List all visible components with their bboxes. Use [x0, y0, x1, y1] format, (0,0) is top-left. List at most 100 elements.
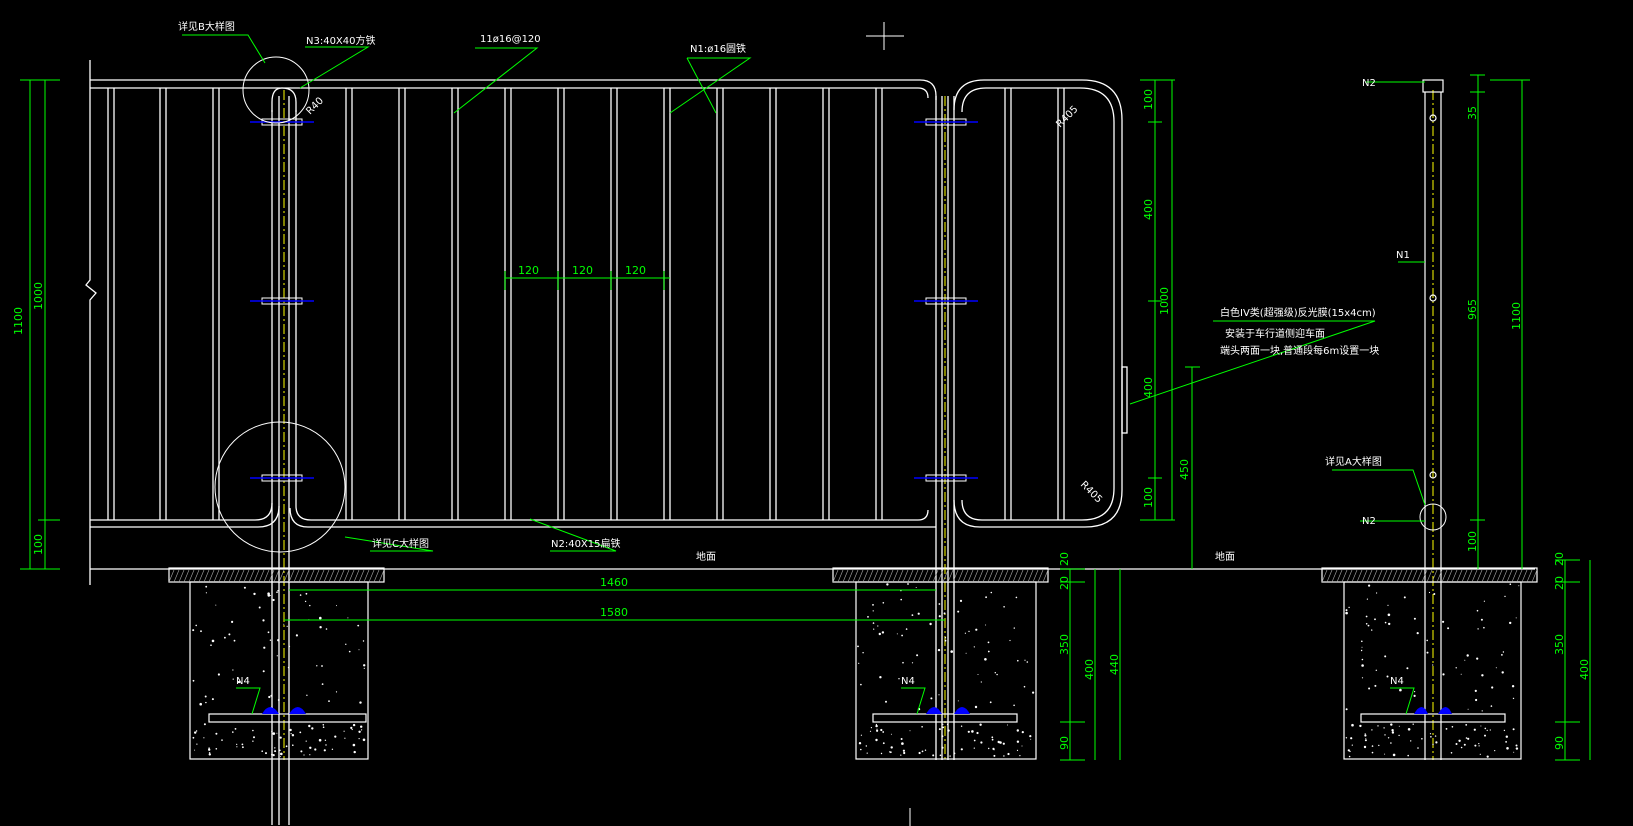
concrete-dot: [869, 730, 872, 732]
concrete-dot: [1021, 731, 1024, 734]
concrete-dot: [345, 643, 347, 645]
hatch-line: [1346, 569, 1353, 583]
hatch-line: [1007, 569, 1014, 583]
hatch-line: [1002, 569, 1009, 583]
concrete-dot: [241, 743, 244, 746]
concrete-dot: [1030, 738, 1032, 740]
dim-s-20a: 20: [1553, 552, 1566, 566]
concrete-dot: [205, 585, 208, 588]
hatch-line: [1451, 569, 1458, 583]
concrete-dot: [1491, 686, 1494, 689]
hatch-line: [1017, 569, 1024, 583]
hatch-line: [333, 569, 340, 583]
concrete-dot: [993, 749, 995, 751]
hatch-line: [1476, 569, 1483, 583]
concrete-dot: [1484, 734, 1486, 737]
hatch-line: [368, 569, 375, 583]
label-r405-bottom: R405: [1078, 479, 1104, 505]
concrete-dot: [879, 676, 882, 679]
concrete-dot: [1016, 749, 1019, 752]
concrete-dot: [1474, 689, 1477, 693]
concrete-dot: [1460, 673, 1462, 675]
concrete-dot: [1502, 651, 1505, 653]
concrete-dot: [1350, 737, 1353, 740]
concrete-dot: [886, 583, 889, 586]
hatch-line: [1331, 569, 1338, 583]
hatch-line: [358, 569, 365, 583]
hatch-line: [343, 569, 350, 583]
dim-f-440: 440: [1108, 654, 1121, 675]
concrete-dot: [1501, 654, 1503, 656]
concrete-dot: [1023, 685, 1026, 688]
concrete-dot: [985, 624, 987, 626]
hatch-line: [288, 569, 295, 583]
concrete-dot: [980, 681, 982, 683]
hatch-line: [882, 569, 889, 583]
hatch-line: [1506, 569, 1513, 583]
concrete-dot: [987, 650, 990, 653]
concrete-dot: [973, 646, 975, 648]
concrete-dot: [316, 665, 318, 667]
hatch-line: [1441, 569, 1448, 583]
concrete-dot: [911, 662, 914, 664]
concrete-dot: [959, 599, 963, 603]
concrete-dot: [872, 604, 874, 606]
concrete-dot: [909, 730, 911, 732]
concrete-dot: [971, 730, 974, 733]
hatch-line: [328, 569, 335, 583]
concrete-dot: [208, 753, 211, 756]
concrete-dot: [200, 630, 202, 633]
label-n4-c: N4: [1390, 676, 1404, 687]
hatch-line: [892, 569, 899, 583]
concrete-dot: [215, 604, 217, 606]
concrete-dot: [231, 620, 234, 624]
dim-f-90: 90: [1058, 736, 1071, 750]
concrete-dot: [283, 623, 285, 625]
concrete-dot: [1480, 725, 1482, 727]
concrete-dot: [1003, 755, 1005, 757]
concrete-dot: [976, 731, 979, 735]
concrete-dot: [882, 731, 885, 733]
dim-left-1100: 1100: [12, 307, 25, 335]
concrete-dot: [1378, 744, 1380, 747]
concrete-dot: [1002, 742, 1005, 745]
concrete-dot: [352, 743, 356, 747]
concrete-dot: [860, 683, 862, 686]
hatch-line: [1022, 569, 1029, 583]
concrete-dot: [1345, 708, 1348, 711]
concrete-dot: [1016, 729, 1019, 732]
hatch-line: [1526, 569, 1533, 583]
concrete-dot: [261, 750, 264, 752]
concrete-dot: [1518, 585, 1520, 587]
hatch-line: [1336, 569, 1343, 583]
concrete-dot: [268, 695, 271, 699]
concrete-dot: [1387, 737, 1390, 739]
concrete-dot: [277, 699, 280, 701]
concrete-dot: [192, 736, 195, 739]
hatch-line: [917, 569, 924, 583]
concrete-dot: [890, 733, 892, 735]
hatch-line: [922, 569, 929, 583]
concrete-dot: [322, 726, 325, 728]
concrete-dot: [968, 630, 970, 633]
concrete-dot: [881, 631, 885, 634]
concrete-dot: [267, 631, 270, 634]
concrete-dot: [900, 598, 902, 601]
concrete-dot: [938, 728, 941, 731]
concrete-dot: [1481, 710, 1483, 712]
hatch-line: [323, 569, 330, 583]
concrete-dot: [319, 626, 322, 629]
concrete-dot: [1483, 600, 1485, 602]
concrete-dot: [1365, 615, 1368, 618]
hatch-line: [842, 569, 849, 583]
concrete-dot: [215, 748, 218, 750]
concrete-dot: [900, 738, 903, 740]
concrete-dot: [215, 732, 218, 735]
concrete-dot: [1442, 673, 1445, 676]
dim-s-350: 350: [1553, 634, 1566, 655]
concrete-dot: [941, 746, 944, 749]
concrete-dot: [285, 745, 288, 748]
concrete-dot: [1013, 627, 1015, 629]
concrete-dot: [944, 639, 947, 642]
hatch-line: [1461, 569, 1468, 583]
